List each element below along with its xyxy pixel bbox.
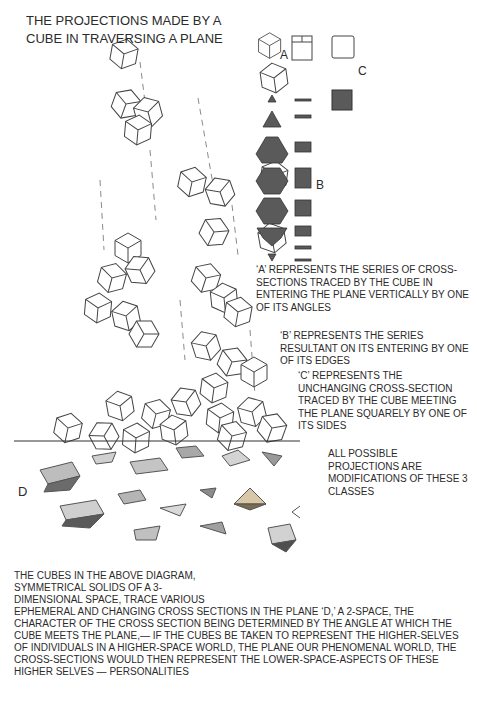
note-text: ‘A’ REPRESENTS THE SERIES OF CROSS-SECTI… [256, 264, 470, 314]
series-b-sections [295, 99, 311, 261]
note-text: ALL POSSIBLE PROJECTIONS ARE MODIFICATIO… [328, 448, 470, 498]
cubes [52, 37, 289, 455]
plane-letter: D [18, 484, 27, 500]
series-letter: A [280, 48, 288, 63]
note-text: ‘C’ REPRESENTS THE UNCHANGING CROSS-SECT… [298, 370, 470, 433]
diagram-title: THE PROJECTIONS MADE BY A CUBE IN TRAVER… [26, 12, 258, 48]
body-text: THE CUBES IN THE ABOVE DIAGRAM, SYMMETRI… [14, 570, 466, 678]
trajectory-lines [100, 62, 255, 395]
series-c-section [332, 90, 352, 110]
plane-line [14, 440, 300, 441]
series-letter: B [316, 178, 324, 193]
note-text: ‘B’ REPRESENTS THE SERIES RESULTANT ON I… [280, 330, 470, 368]
plane-sections [40, 446, 300, 552]
series-letter: C [358, 64, 367, 79]
wrap-spacer [218, 570, 466, 606]
class-icons [259, 33, 354, 60]
series-a-sections [256, 95, 288, 261]
